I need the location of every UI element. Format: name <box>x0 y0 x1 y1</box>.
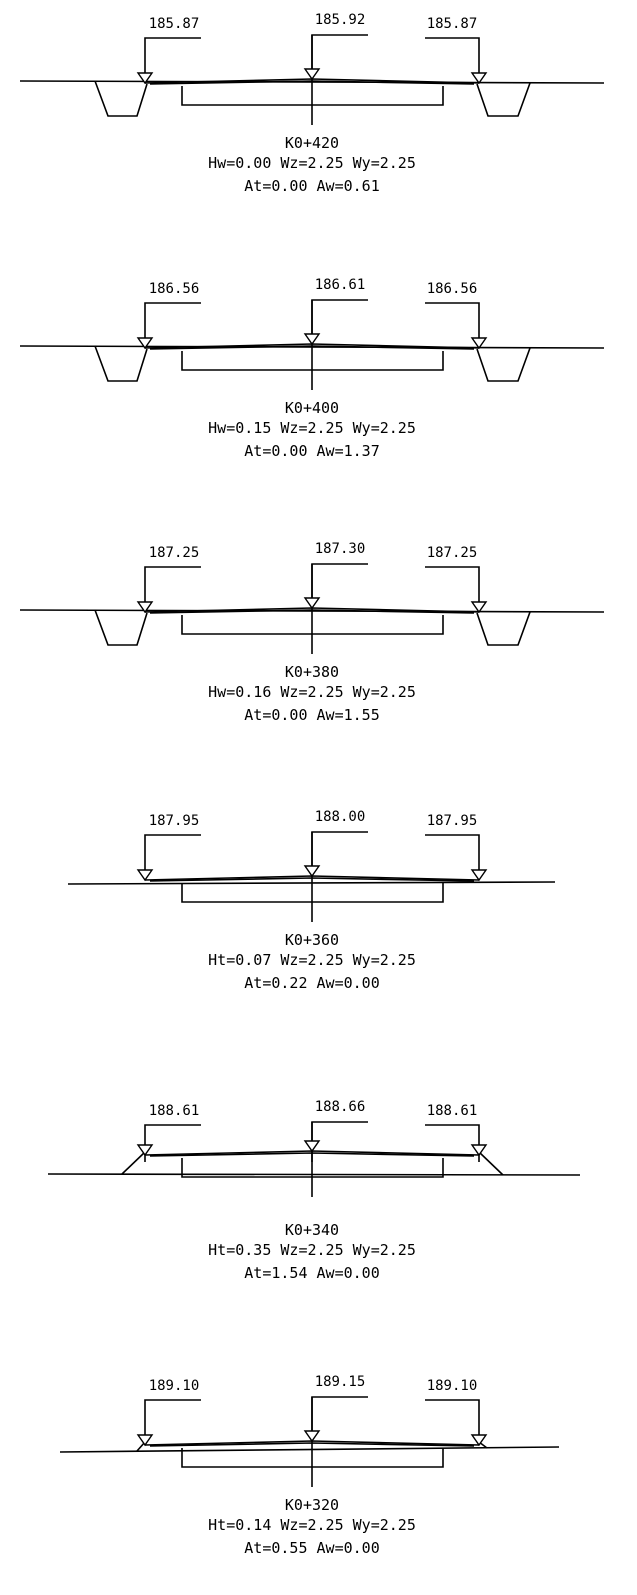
elevation-marker-left <box>136 869 154 882</box>
params-line-1: Ht=0.07 Wz=2.25 Wy=2.25 <box>208 951 416 969</box>
elevation-marker-center <box>303 1140 321 1153</box>
elevation-marker-right <box>470 72 488 85</box>
elevation-leader-left <box>144 302 201 340</box>
elevation-marker-right <box>470 337 488 350</box>
params-line-1: Ht=0.35 Wz=2.25 Wy=2.25 <box>208 1241 416 1259</box>
params-line-1: Hw=0.15 Wz=2.25 Wy=2.25 <box>208 419 416 437</box>
elevation-marker-left <box>136 72 154 85</box>
elevation-leader-center <box>311 299 368 340</box>
elevation-leader-left <box>144 834 201 872</box>
elevation-label-right: 187.25 <box>427 545 478 561</box>
station-label: K0+400 <box>285 399 339 417</box>
elevation-marker-right <box>470 601 488 614</box>
station-label: K0+340 <box>285 1221 339 1239</box>
ground-line <box>59 1446 560 1453</box>
elevation-leader-left <box>144 1399 201 1437</box>
elevation-leader-right <box>425 37 480 75</box>
station-label: K0+380 <box>285 663 339 681</box>
elevation-leader-right <box>425 1399 480 1437</box>
station-label: K0+420 <box>285 134 339 152</box>
elevation-label-left: 189.10 <box>149 1378 200 1394</box>
ground-line <box>47 1173 581 1176</box>
params-line-1: Hw=0.00 Wz=2.25 Wy=2.25 <box>208 154 416 172</box>
elevation-label-right: 188.61 <box>427 1103 478 1119</box>
elevation-leader-center <box>311 831 368 872</box>
ditch-left <box>94 345 148 382</box>
params-line-2: At=0.00 Aw=0.61 <box>244 177 379 195</box>
elevation-marker-center <box>303 68 321 81</box>
elevation-label-center: 189.15 <box>315 1374 366 1390</box>
elevation-leader-center <box>311 1396 368 1437</box>
elevation-leader-right <box>425 834 480 872</box>
station-label: K0+320 <box>285 1496 339 1514</box>
ditch-right <box>476 611 531 646</box>
elevation-label-center: 187.30 <box>315 541 366 557</box>
elevation-marker-right <box>470 1434 488 1447</box>
ditch-right <box>476 347 531 382</box>
fill-slope-right <box>478 1151 504 1176</box>
elevation-marker-left <box>136 601 154 614</box>
fill-slope-left <box>121 1151 146 1175</box>
ditch-left <box>94 609 148 646</box>
elevation-marker-left <box>136 1434 154 1447</box>
elevation-marker-left <box>136 337 154 350</box>
elevation-leader-left <box>144 566 201 604</box>
elevation-marker-center <box>303 865 321 878</box>
elevation-label-left: 188.61 <box>149 1103 200 1119</box>
station-label: K0+360 <box>285 931 339 949</box>
elevation-label-right: 185.87 <box>427 16 478 32</box>
elevation-label-center: 186.61 <box>315 277 366 293</box>
elevation-label-right: 187.95 <box>427 813 478 829</box>
elevation-label-center: 188.66 <box>315 1099 366 1115</box>
elevation-label-right: 186.56 <box>427 281 478 297</box>
params-line-2: At=0.22 Aw=0.00 <box>244 974 379 992</box>
elevation-leader-center <box>311 563 368 604</box>
elevation-leader-left <box>144 37 201 75</box>
params-line-2: At=1.54 Aw=0.00 <box>244 1264 379 1282</box>
elevation-marker-center <box>303 1430 321 1443</box>
elevation-label-right: 189.10 <box>427 1378 478 1394</box>
elevation-leader-right <box>425 566 480 604</box>
elevation-marker-center <box>303 597 321 610</box>
elevation-label-left: 185.87 <box>149 16 200 32</box>
params-line-1: Ht=0.14 Wz=2.25 Wy=2.25 <box>208 1516 416 1534</box>
params-line-2: At=0.00 Aw=1.55 <box>244 706 379 724</box>
params-line-2: At=0.55 Aw=0.00 <box>244 1539 379 1557</box>
params-line-2: At=0.00 Aw=1.37 <box>244 442 379 460</box>
elevation-label-center: 185.92 <box>315 12 366 28</box>
elevation-leader-center <box>311 1121 368 1162</box>
elevation-label-left: 187.95 <box>149 813 200 829</box>
params-line-1: Hw=0.16 Wz=2.25 Wy=2.25 <box>208 683 416 701</box>
elevation-marker-right <box>470 869 488 882</box>
elevation-marker-center <box>303 333 321 346</box>
elevation-label-left: 187.25 <box>149 545 200 561</box>
elevation-leader-center <box>311 34 368 75</box>
ditch-right <box>476 82 531 117</box>
elevation-leader-right <box>425 302 480 340</box>
elevation-label-left: 186.56 <box>149 281 200 297</box>
elevation-marker-right <box>470 1144 488 1157</box>
elevation-marker-left <box>136 1144 154 1157</box>
elevation-label-center: 188.00 <box>315 809 366 825</box>
ditch-left <box>94 80 148 117</box>
